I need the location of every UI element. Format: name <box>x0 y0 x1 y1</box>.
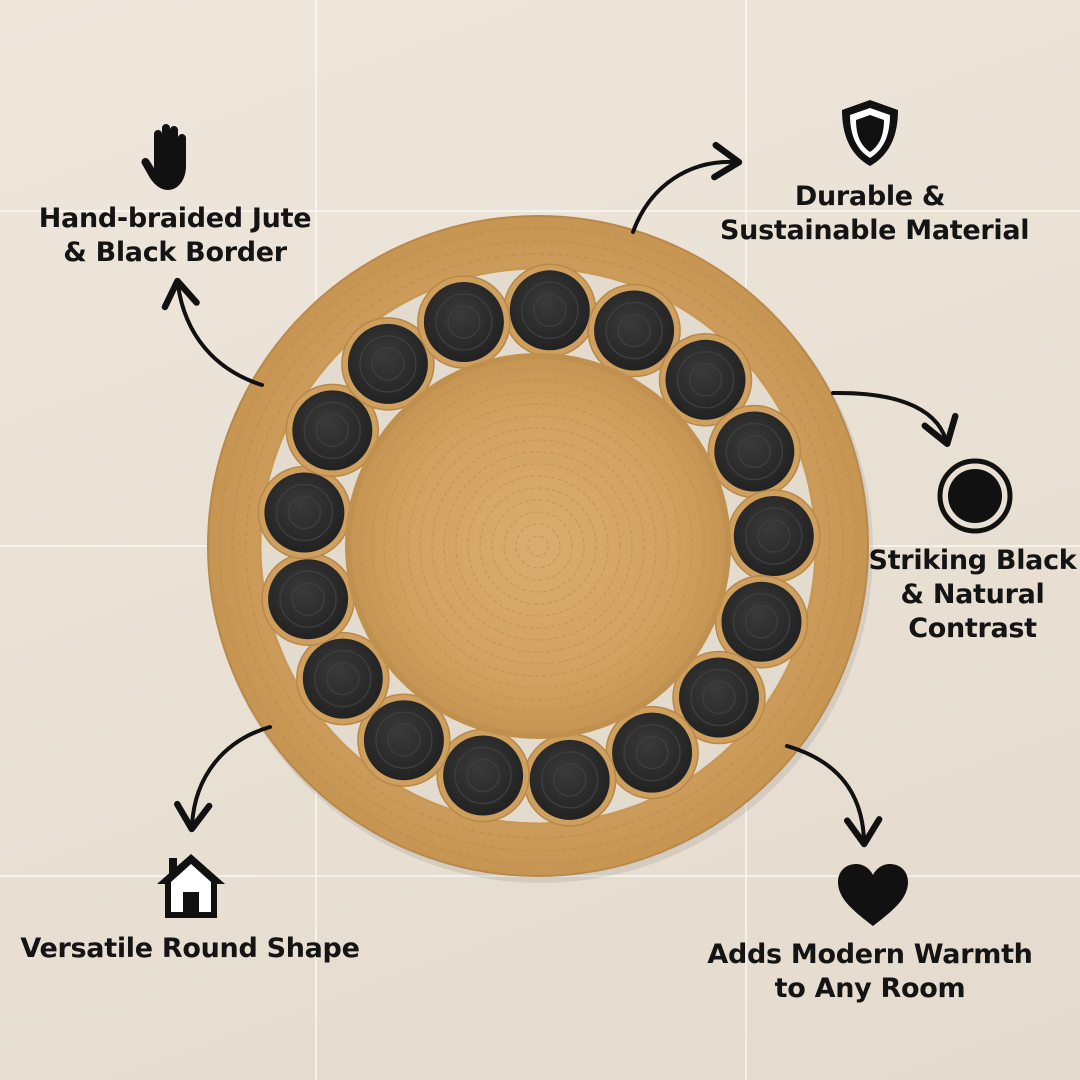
feature-line: Adds Modern Warmth <box>707 939 1033 970</box>
disc-weave <box>676 351 735 409</box>
braid-ring <box>232 240 844 852</box>
disc-weave <box>387 723 421 757</box>
disc-weave <box>435 293 493 351</box>
arrow-bottom-left <box>174 725 272 833</box>
disc-weave <box>737 434 772 469</box>
disc-weave <box>744 605 779 639</box>
disc-weave <box>702 680 736 715</box>
disc-weave <box>635 735 669 770</box>
disc-weave <box>757 519 791 553</box>
disc-weave <box>454 746 512 805</box>
disc-weave <box>375 711 433 769</box>
rug-center <box>345 353 731 739</box>
spiral-ring <box>371 379 705 713</box>
spiral-ring <box>443 451 633 641</box>
disc-weave <box>466 758 500 793</box>
feature-line: Durable & <box>794 181 946 212</box>
heart-icon <box>838 864 908 926</box>
spiral-ring <box>407 415 669 677</box>
disc-weave <box>315 413 350 448</box>
feature-line: Contrast <box>908 613 1037 644</box>
disc-weave <box>275 483 334 542</box>
disc-weave <box>303 401 362 460</box>
disc-weave <box>623 723 681 782</box>
arrow-top-left <box>161 277 264 387</box>
disc-weave <box>326 661 360 696</box>
disc-weave <box>605 301 663 360</box>
spiral-ring <box>467 475 609 617</box>
disc-weave <box>287 495 322 530</box>
outer-braid-texture <box>219 227 857 865</box>
disc-weave <box>447 305 481 339</box>
feature-line: & Natural <box>900 579 1045 610</box>
feature-line: & Black Border <box>63 237 287 268</box>
hand-icon <box>141 124 186 190</box>
disc-weave <box>690 668 748 727</box>
spiral-ring <box>419 427 657 665</box>
shield-icon <box>842 100 898 166</box>
spiral-ring <box>359 367 717 725</box>
braid-ring <box>245 253 831 839</box>
feature-line: Striking Black <box>868 545 1077 576</box>
black-disc-ring <box>257 263 821 827</box>
feature-label-round-shape: Versatile Round Shape <box>20 932 360 966</box>
disc-weave <box>732 593 791 651</box>
arrow-top-right <box>631 141 743 234</box>
feature-line: Versatile Round Shape <box>20 933 360 964</box>
disc-weave <box>279 570 337 628</box>
disc-weave <box>552 763 587 797</box>
feature-line: Hand-braided Jute <box>38 203 312 234</box>
arrow-bottom-right <box>785 744 883 848</box>
disc-weave <box>725 422 784 481</box>
disc-weave <box>540 751 599 809</box>
spiral-ring <box>515 523 561 569</box>
disc-weave <box>371 347 405 381</box>
disc-weave <box>359 335 417 393</box>
spiral-ring <box>503 511 573 581</box>
disc-weave <box>521 281 579 340</box>
spiral-ring <box>527 535 549 557</box>
circle-icon <box>937 458 1013 534</box>
disc-weave <box>314 649 372 708</box>
disc-weave <box>688 363 723 397</box>
disc-weave <box>291 582 325 616</box>
feature-line: Sustainable Material <box>720 215 1030 246</box>
disc-weave <box>533 293 567 328</box>
center-spiral-texture <box>359 367 717 725</box>
spiral-ring <box>455 463 621 629</box>
spiral-ring <box>395 403 681 689</box>
floor-tile-seam <box>0 210 1080 212</box>
feature-label-durable: Durable & Sustainable Material <box>720 180 1030 248</box>
spiral-ring <box>479 487 597 605</box>
spiral-ring <box>383 391 693 701</box>
spiral-ring <box>431 439 645 653</box>
disc-weave <box>745 507 803 565</box>
feature-line: to Any Room <box>774 973 966 1004</box>
disc-weave <box>617 313 651 348</box>
braid-ring <box>219 227 857 865</box>
house-icon <box>157 854 225 918</box>
feature-label-warmth: Adds Modern Warmth to Any Room <box>700 938 1040 1006</box>
spiral-ring <box>491 499 585 593</box>
feature-label-contrast: Striking Black & Natural Contrast <box>865 544 1080 646</box>
feature-label-hand-braided: Hand-braided Jute & Black Border <box>25 202 325 270</box>
arrow-right <box>831 390 959 448</box>
